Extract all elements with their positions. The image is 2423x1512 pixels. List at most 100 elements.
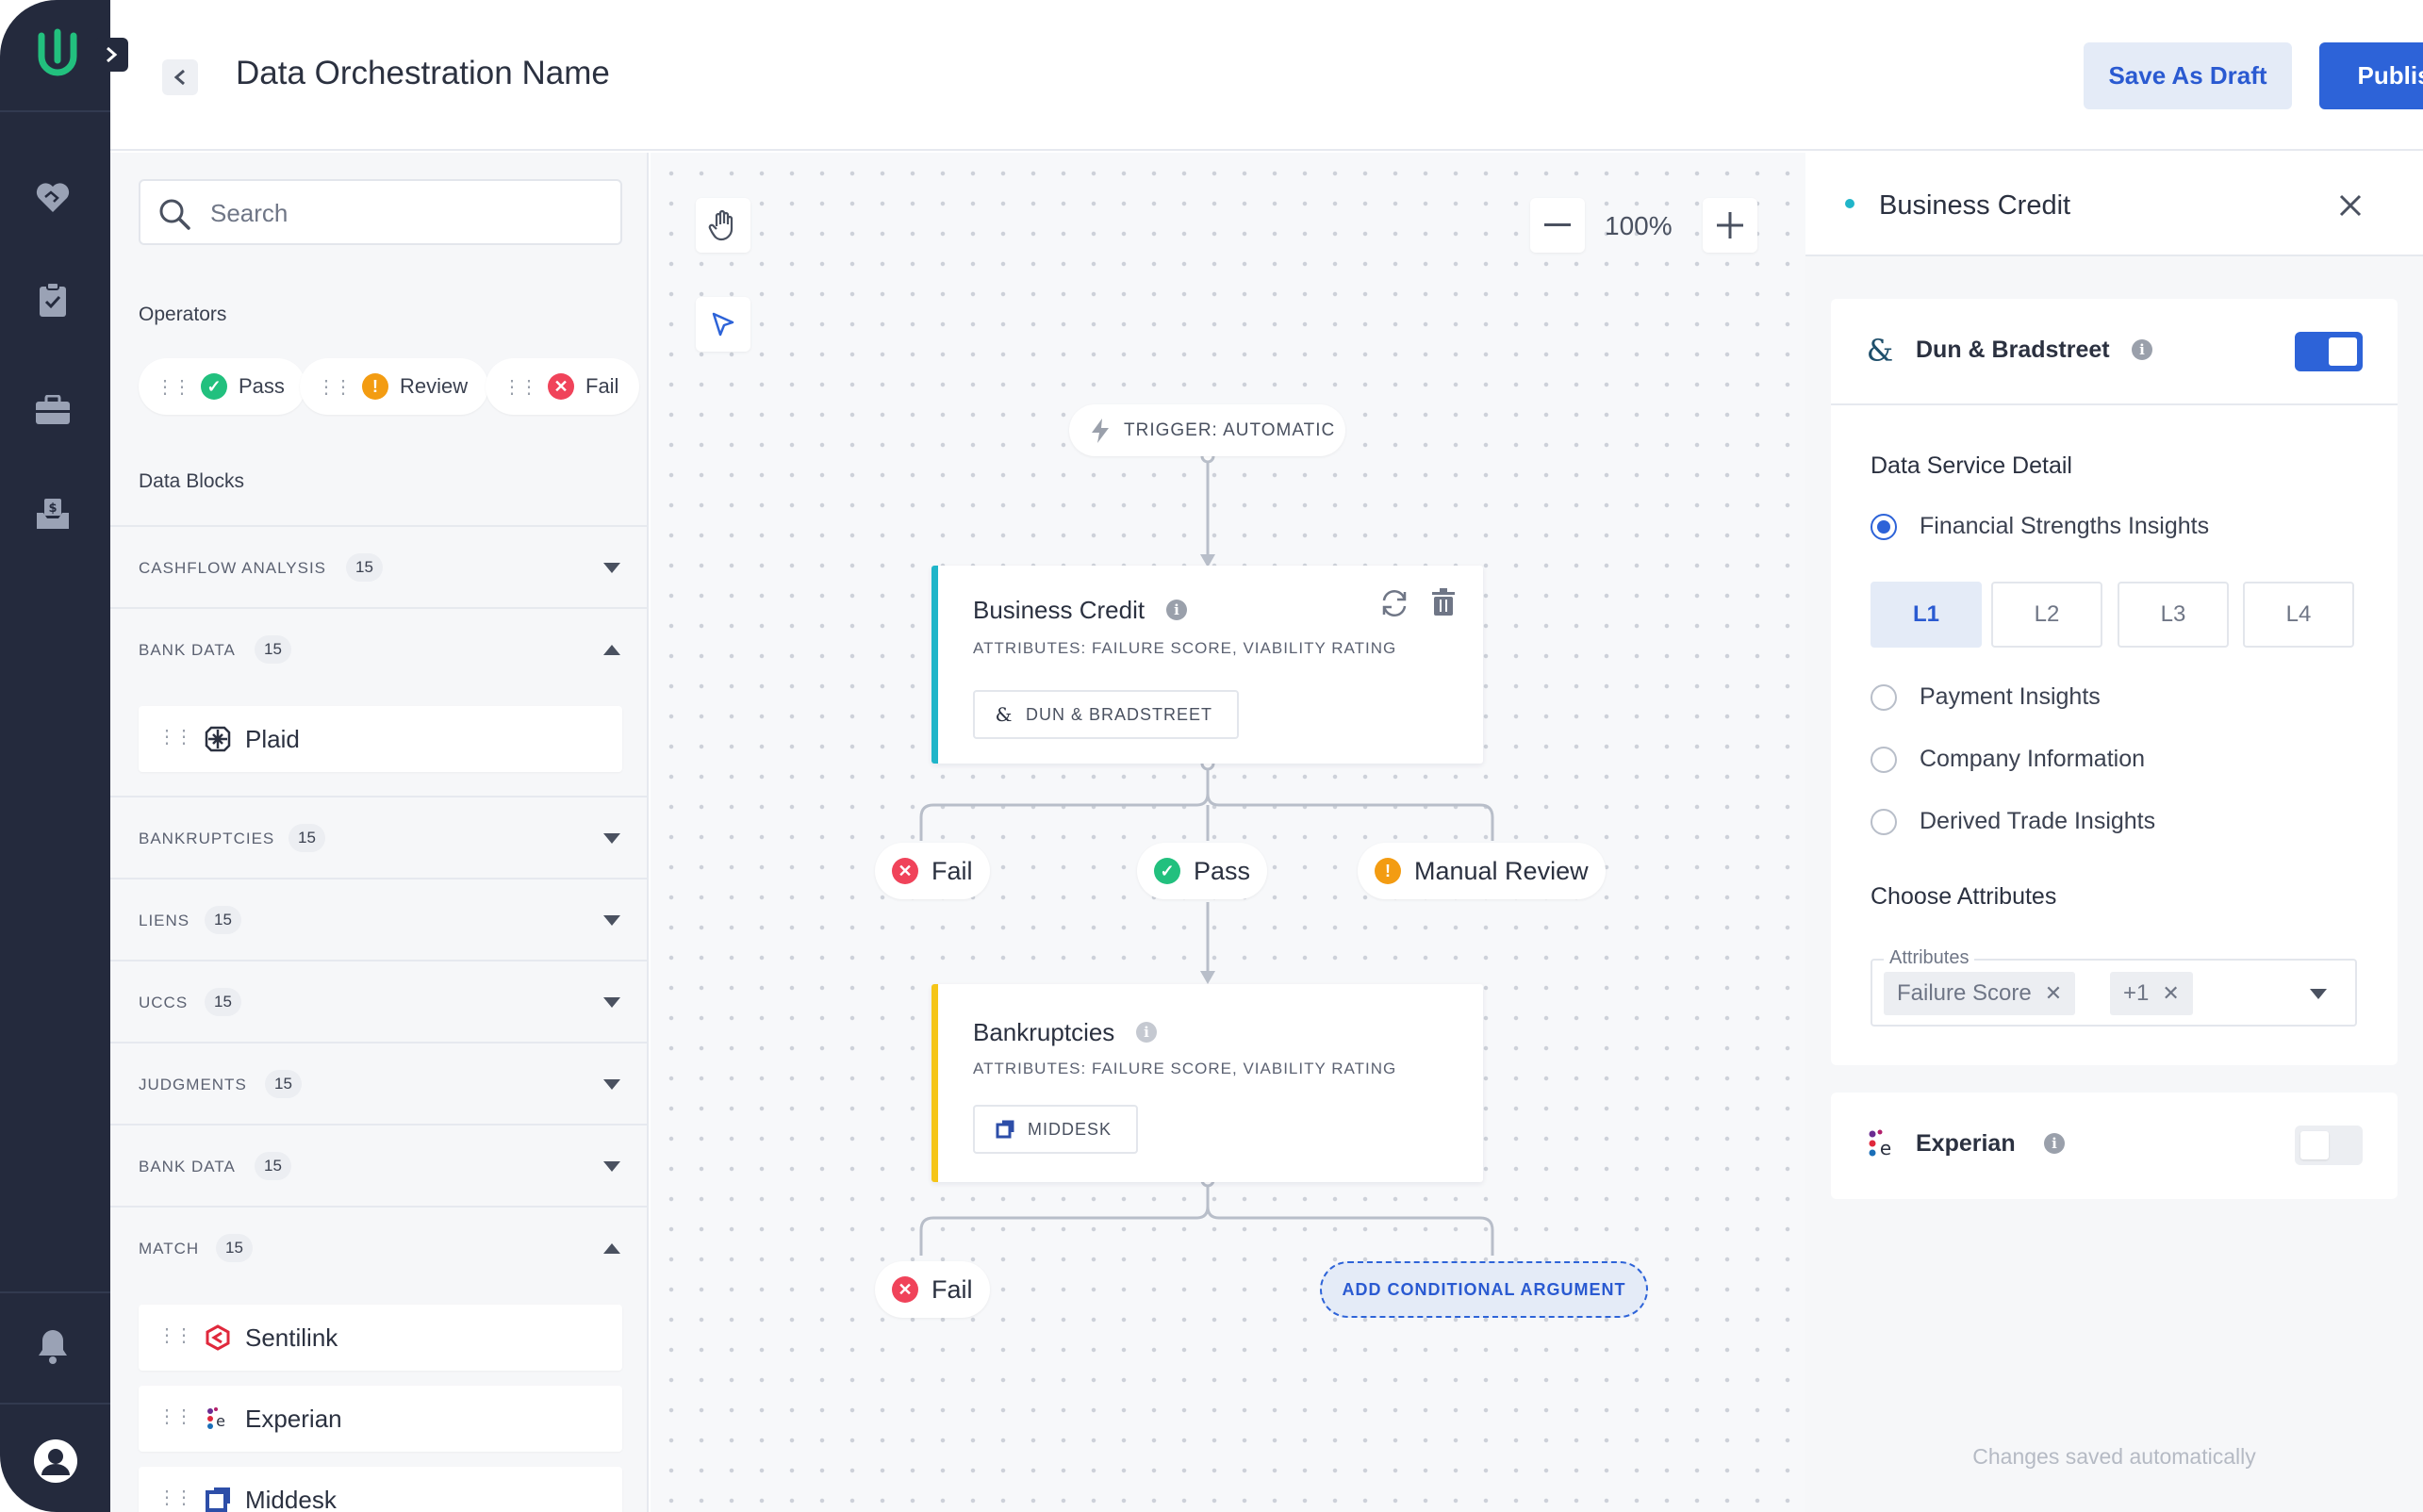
pan-tool-button[interactable] bbox=[696, 198, 750, 253]
branch-manual-review[interactable]: ! Manual Review bbox=[1358, 843, 1606, 899]
plus-icon bbox=[1717, 212, 1743, 238]
data-block-middesk[interactable]: ⋮⋮ Middesk bbox=[139, 1467, 622, 1512]
app-logo-icon[interactable] bbox=[34, 28, 81, 80]
chevron-up-icon[interactable] bbox=[603, 645, 620, 655]
category-count-badge: 15 bbox=[255, 1152, 291, 1180]
swap-icon[interactable] bbox=[1379, 588, 1409, 618]
publish-button[interactable]: Publish bbox=[2319, 42, 2423, 109]
chevron-down-icon[interactable] bbox=[603, 997, 620, 1008]
provider-toggle[interactable] bbox=[2295, 1126, 2363, 1165]
data-block-plaid[interactable]: ⋮⋮ Plaid bbox=[139, 706, 622, 772]
search-input[interactable] bbox=[210, 194, 606, 232]
provider-card-experian: e Experian i bbox=[1831, 1093, 2398, 1199]
node-source-badge[interactable]: MIDDESK bbox=[973, 1105, 1139, 1154]
drag-handle-icon[interactable]: ⋮⋮ bbox=[157, 1325, 193, 1346]
operator-review[interactable]: ⋮⋮ ! Review bbox=[300, 358, 489, 415]
user-avatar-icon[interactable] bbox=[34, 1439, 77, 1483]
sentilink-logo-icon bbox=[206, 1324, 230, 1351]
category-cashflow-analysis[interactable]: CASHFLOW ANALYSIS 15 bbox=[110, 525, 647, 607]
operator-pass[interactable]: ⋮⋮ ✓ Pass bbox=[139, 358, 305, 415]
category-bank-data-2[interactable]: BANK DATA 15 bbox=[110, 1124, 647, 1206]
category-judgments[interactable]: JUDGMENTS 15 bbox=[110, 1042, 647, 1124]
info-icon[interactable]: i bbox=[1166, 600, 1187, 620]
info-icon[interactable]: i bbox=[1136, 1022, 1157, 1043]
level-l4[interactable]: L4 bbox=[2243, 582, 2354, 648]
category-uccs[interactable]: UCCS 15 bbox=[110, 960, 647, 1042]
middesk-logo-icon bbox=[206, 1487, 230, 1512]
remove-tag-icon[interactable]: ✕ bbox=[2044, 981, 2063, 1005]
status-dot bbox=[1845, 199, 1854, 208]
category-bankruptcies[interactable]: BANKRUPTCIES 15 bbox=[110, 796, 647, 878]
option-derived-trade-insights[interactable]: Derived Trade Insights bbox=[1871, 808, 2155, 835]
operator-fail[interactable]: ⋮⋮ ✕ Fail bbox=[486, 358, 640, 415]
category-bank-data[interactable]: BANK DATA 15 ⋮⋮ Plaid bbox=[110, 607, 647, 796]
category-liens[interactable]: LIENS 15 bbox=[110, 878, 647, 960]
level-l1[interactable]: L1 bbox=[1871, 582, 1982, 648]
nav-rail: $ bbox=[0, 0, 110, 1512]
flow-canvas[interactable]: 100% TRIGGER: AUTOMATIC Business Credit … bbox=[651, 153, 1805, 1512]
attributes-select[interactable]: Attributes Failure Score ✕ +1 ✕ bbox=[1871, 947, 2357, 1027]
exclamation-icon: ! bbox=[362, 373, 388, 400]
chevron-down-icon[interactable] bbox=[603, 1079, 620, 1090]
level-l3[interactable]: L3 bbox=[2118, 582, 2229, 648]
drag-handle-icon[interactable]: ⋮⋮ bbox=[156, 376, 191, 398]
dnb-logo-icon: & bbox=[996, 704, 1012, 725]
info-icon[interactable]: i bbox=[2132, 339, 2152, 360]
chevron-down-icon[interactable] bbox=[603, 563, 620, 573]
branch-pass[interactable]: ✓ Pass bbox=[1137, 843, 1268, 899]
select-tool-button[interactable] bbox=[696, 297, 750, 352]
option-financial-strengths[interactable]: Financial Strengths Insights bbox=[1871, 513, 2209, 540]
drag-handle-icon[interactable]: ⋮⋮ bbox=[157, 727, 193, 748]
info-icon[interactable]: i bbox=[2044, 1133, 2065, 1154]
provider-card-dnb: & Dun & Bradstreet i Data Service Detail… bbox=[1831, 299, 2398, 1065]
chevron-down-icon[interactable] bbox=[603, 833, 620, 844]
branch-fail[interactable]: ✕ Fail bbox=[875, 1261, 990, 1318]
option-company-information[interactable]: Company Information bbox=[1871, 746, 2145, 773]
add-conditional-argument-button[interactable]: ADD CONDITIONAL ARGUMENT bbox=[1320, 1261, 1648, 1318]
chevron-down-icon[interactable] bbox=[603, 915, 620, 926]
node-source-badge[interactable]: & DUN & BRADSTREET bbox=[973, 690, 1240, 739]
category-match[interactable]: MATCH 15 ⋮⋮ Sentilink ⋮⋮ e Experian ⋮⋮ M… bbox=[110, 1206, 647, 1512]
chevron-down-icon[interactable] bbox=[603, 1161, 620, 1172]
radio-button[interactable] bbox=[1871, 808, 1897, 835]
branch-fail[interactable]: ✕ Fail bbox=[875, 843, 990, 899]
radio-button[interactable] bbox=[1871, 746, 1897, 773]
save-as-draft-button[interactable]: Save As Draft bbox=[2084, 42, 2292, 109]
data-block-sentilink[interactable]: ⋮⋮ Sentilink bbox=[139, 1305, 622, 1371]
option-payment-insights[interactable]: Payment Insights bbox=[1871, 683, 2101, 711]
level-l2[interactable]: L2 bbox=[1991, 582, 2102, 648]
provider-toggle[interactable] bbox=[2295, 332, 2363, 371]
radio-button[interactable] bbox=[1871, 513, 1897, 540]
data-block-experian[interactable]: ⋮⋮ e Experian bbox=[139, 1386, 622, 1452]
category-count-badge: 15 bbox=[265, 1070, 302, 1098]
operator-label: Review bbox=[400, 374, 469, 398]
chevron-up-icon[interactable] bbox=[603, 1243, 620, 1254]
briefcase-icon[interactable] bbox=[34, 391, 72, 429]
trigger-label: TRIGGER: AUTOMATIC bbox=[1124, 419, 1336, 440]
zoom-in-button[interactable] bbox=[1703, 198, 1757, 253]
zoom-out-button[interactable] bbox=[1530, 198, 1585, 253]
x-circle-icon: ✕ bbox=[892, 858, 918, 884]
search-box[interactable] bbox=[139, 179, 622, 245]
radio-button[interactable] bbox=[1871, 683, 1897, 711]
tag-label: Failure Score bbox=[1897, 980, 2032, 1006]
heart-handshake-icon[interactable] bbox=[34, 179, 72, 217]
choose-attributes-heading: Choose Attributes bbox=[1871, 883, 2057, 910]
flow-node-business-credit[interactable]: Business Credit i ATTRIBUTES: FAILURE SC… bbox=[931, 566, 1483, 764]
trash-icon[interactable] bbox=[1431, 588, 1456, 616]
trigger-pill[interactable]: TRIGGER: AUTOMATIC bbox=[1069, 404, 1345, 456]
drag-handle-icon[interactable]: ⋮⋮ bbox=[317, 376, 353, 398]
drag-handle-icon[interactable]: ⋮⋮ bbox=[157, 1406, 193, 1427]
flow-node-bankruptcies[interactable]: Bankruptcies i ATTRIBUTES: FAILURE SCORE… bbox=[931, 984, 1483, 1182]
chevron-down-icon[interactable] bbox=[2310, 989, 2327, 999]
chevron-left-icon bbox=[173, 69, 185, 86]
clipboard-check-icon[interactable] bbox=[34, 281, 72, 319]
back-button[interactable] bbox=[162, 59, 198, 95]
expand-nav-button[interactable] bbox=[94, 38, 128, 72]
bell-icon[interactable] bbox=[34, 1327, 72, 1365]
drag-handle-icon[interactable]: ⋮⋮ bbox=[157, 1487, 193, 1508]
close-icon[interactable] bbox=[2335, 190, 2365, 221]
remove-tag-icon[interactable]: ✕ bbox=[2162, 981, 2180, 1005]
drag-handle-icon[interactable]: ⋮⋮ bbox=[503, 376, 538, 398]
money-inbox-icon[interactable]: $ bbox=[34, 495, 72, 533]
